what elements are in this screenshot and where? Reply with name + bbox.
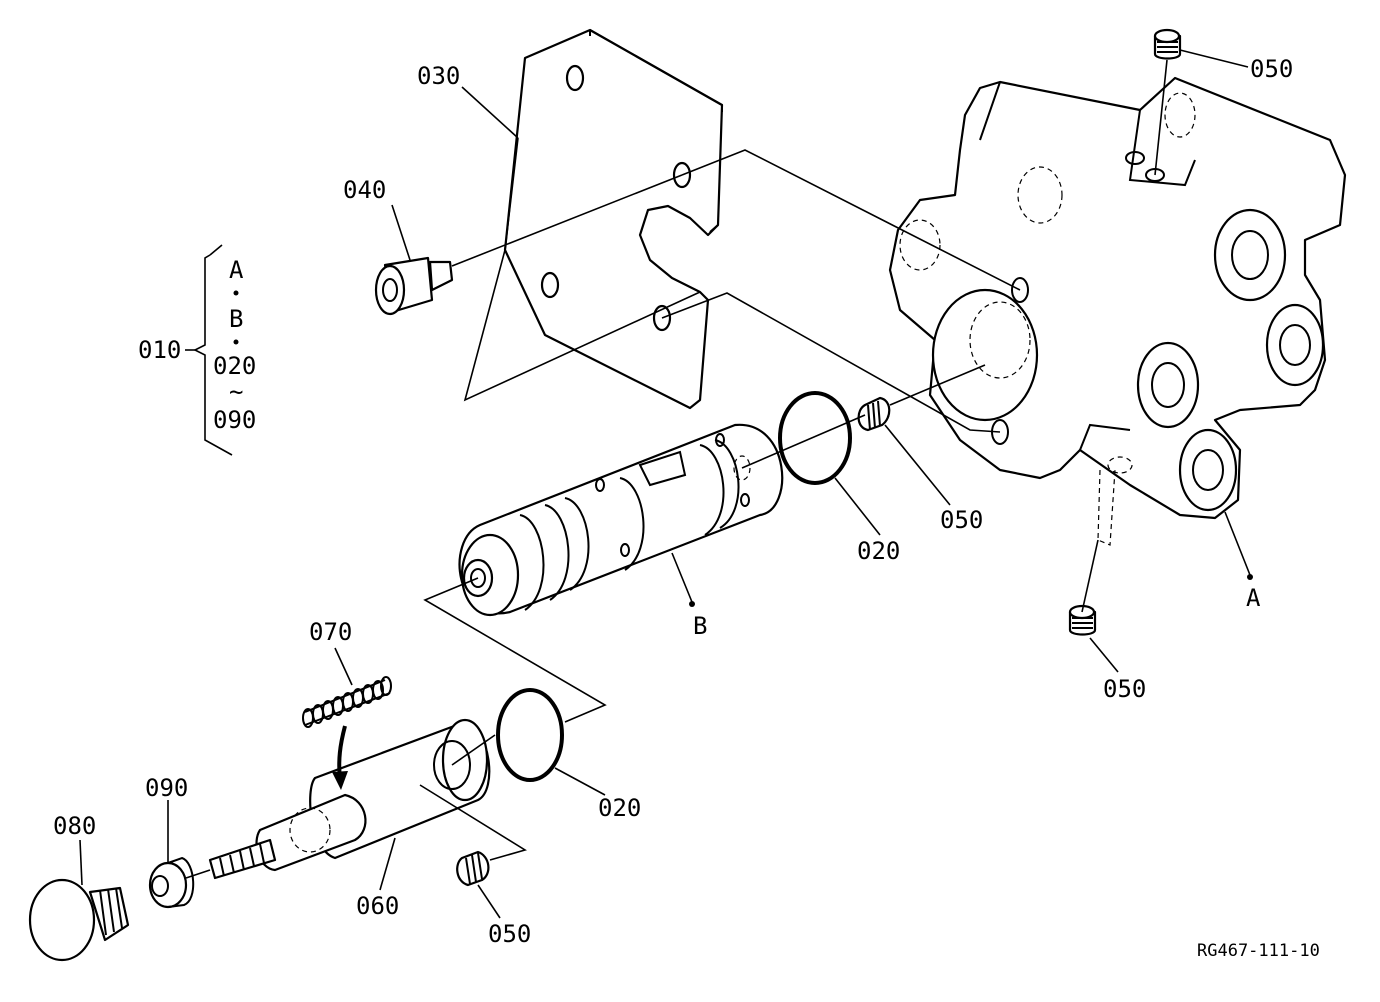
assembly-item-090: 090 — [213, 406, 256, 434]
assembly-separator-dot — [233, 339, 239, 345]
callout-090: 090 — [145, 774, 188, 802]
assembly-item-020: 020 — [213, 352, 256, 380]
callout-050-mid: 050 — [940, 506, 983, 534]
o-ring-020-lower — [496, 688, 564, 782]
plug-050-right — [1068, 604, 1097, 636]
o-ring-020-upper — [778, 391, 852, 485]
mounting-plate-030 — [503, 28, 724, 410]
callout-b: B — [693, 612, 707, 640]
b-leader-dot — [689, 601, 695, 607]
assembly-item-a: A — [229, 256, 244, 284]
callout-080: 080 — [53, 812, 96, 840]
assembly-range-tilde: ~ — [229, 378, 243, 406]
drawing-reference: RG467-111-10 — [1197, 941, 1320, 961]
callout-040: 040 — [343, 176, 386, 204]
plug-050-mid — [857, 396, 891, 432]
callout-050-top: 050 — [1250, 55, 1293, 83]
assembly-separator-dot — [233, 290, 239, 296]
plug-050-top — [1153, 28, 1182, 60]
insert-arrowhead — [332, 771, 348, 790]
valve-spool-b — [458, 423, 784, 617]
adapter-060 — [208, 718, 491, 880]
knob-080 — [28, 878, 130, 962]
spring-070 — [302, 676, 392, 728]
callout-060: 060 — [356, 892, 399, 920]
assembly-item-b: B — [229, 305, 243, 333]
cap-screw-040 — [374, 256, 454, 316]
washer-090 — [148, 856, 195, 909]
callout-050-bottom: 050 — [488, 920, 531, 948]
callout-070: 070 — [309, 618, 352, 646]
callout-020-lower: 020 — [598, 794, 641, 822]
callout-020-upper: 020 — [857, 537, 900, 565]
callout-050-right: 050 — [1103, 675, 1146, 703]
a-leader-dot — [1247, 574, 1253, 580]
callout-030: 030 — [417, 62, 460, 90]
leader-lines — [79, 49, 1251, 919]
assembly-label-010: 010 — [138, 336, 181, 364]
valve-body-a — [888, 76, 1347, 546]
plug-050-bottom — [456, 850, 490, 887]
callout-a: A — [1246, 584, 1261, 612]
